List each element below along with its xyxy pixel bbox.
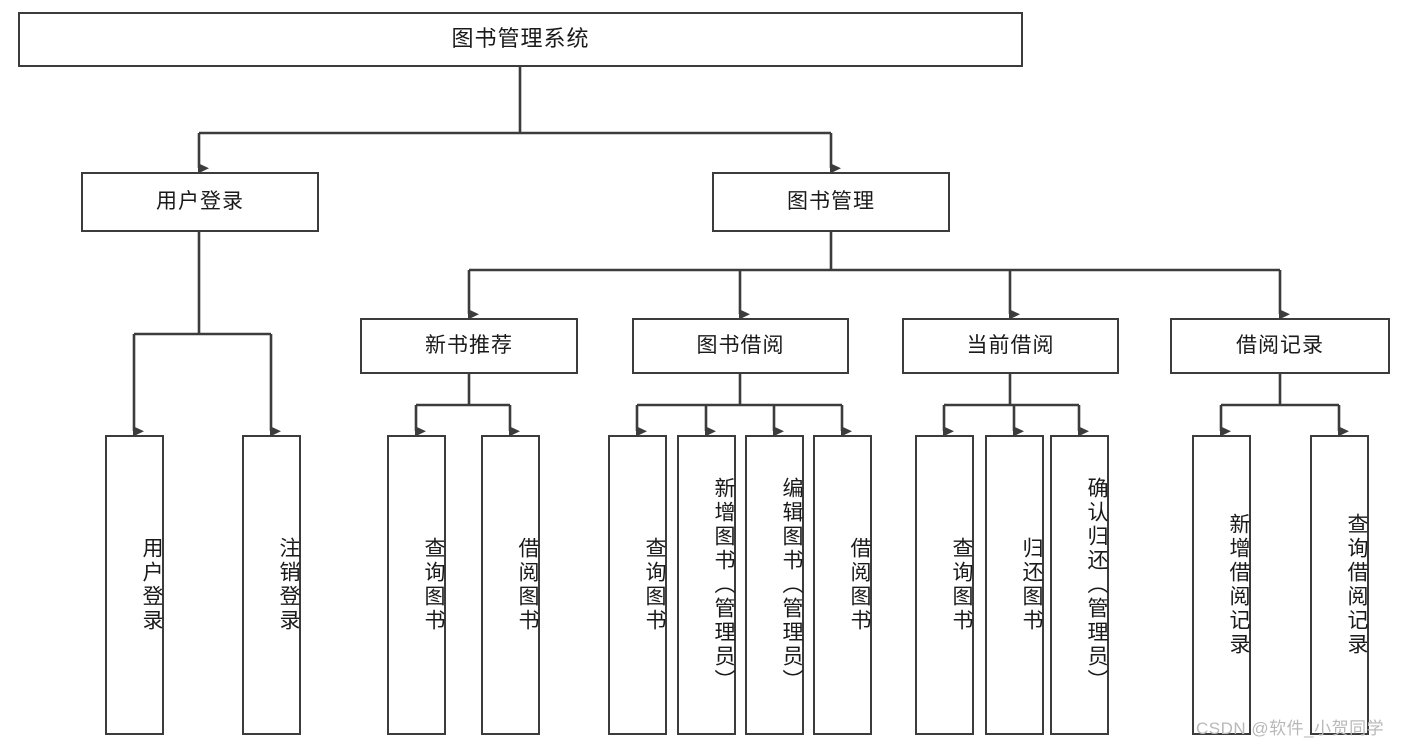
node-user-login[interactable]: 用户登录 xyxy=(81,172,319,232)
leaf-logout[interactable]: 注销登录 xyxy=(242,435,301,735)
node-book-borrow[interactable]: 图书借阅 xyxy=(632,318,849,374)
leaf-query-books-borrow[interactable]: 查询图书 xyxy=(608,435,667,735)
csdn-watermark: CSDN @软件_小贺同学 xyxy=(1196,719,1385,738)
leaf-add-book-admin[interactable]: 新增图书（管理员） xyxy=(677,435,736,735)
leaf-borrow-books[interactable]: 借阅图书 xyxy=(813,435,872,735)
leaf-add-borrow-record[interactable]: 新增借阅记录 xyxy=(1192,435,1251,735)
leaf-user-login[interactable]: 用户登录 xyxy=(105,435,164,735)
node-current-borrow[interactable]: 当前借阅 xyxy=(902,318,1119,374)
leaf-query-books-current[interactable]: 查询图书 xyxy=(915,435,974,735)
leaf-query-books-recommend[interactable]: 查询图书 xyxy=(387,435,446,735)
leaf-confirm-return-admin[interactable]: 确认归还（管理员） xyxy=(1050,435,1109,735)
node-borrow-records[interactable]: 借阅记录 xyxy=(1170,318,1390,374)
leaf-query-borrow-record[interactable]: 查询借阅记录 xyxy=(1310,435,1369,735)
leaf-borrow-books-recommend[interactable]: 借阅图书 xyxy=(481,435,540,735)
leaf-edit-book-admin[interactable]: 编辑图书（管理员） xyxy=(745,435,804,735)
leaf-return-books[interactable]: 归还图书 xyxy=(985,435,1044,735)
node-new-book-recommend[interactable]: 新书推荐 xyxy=(360,318,578,374)
node-root-system[interactable]: 图书管理系统 xyxy=(18,12,1023,67)
node-book-management[interactable]: 图书管理 xyxy=(712,172,950,232)
